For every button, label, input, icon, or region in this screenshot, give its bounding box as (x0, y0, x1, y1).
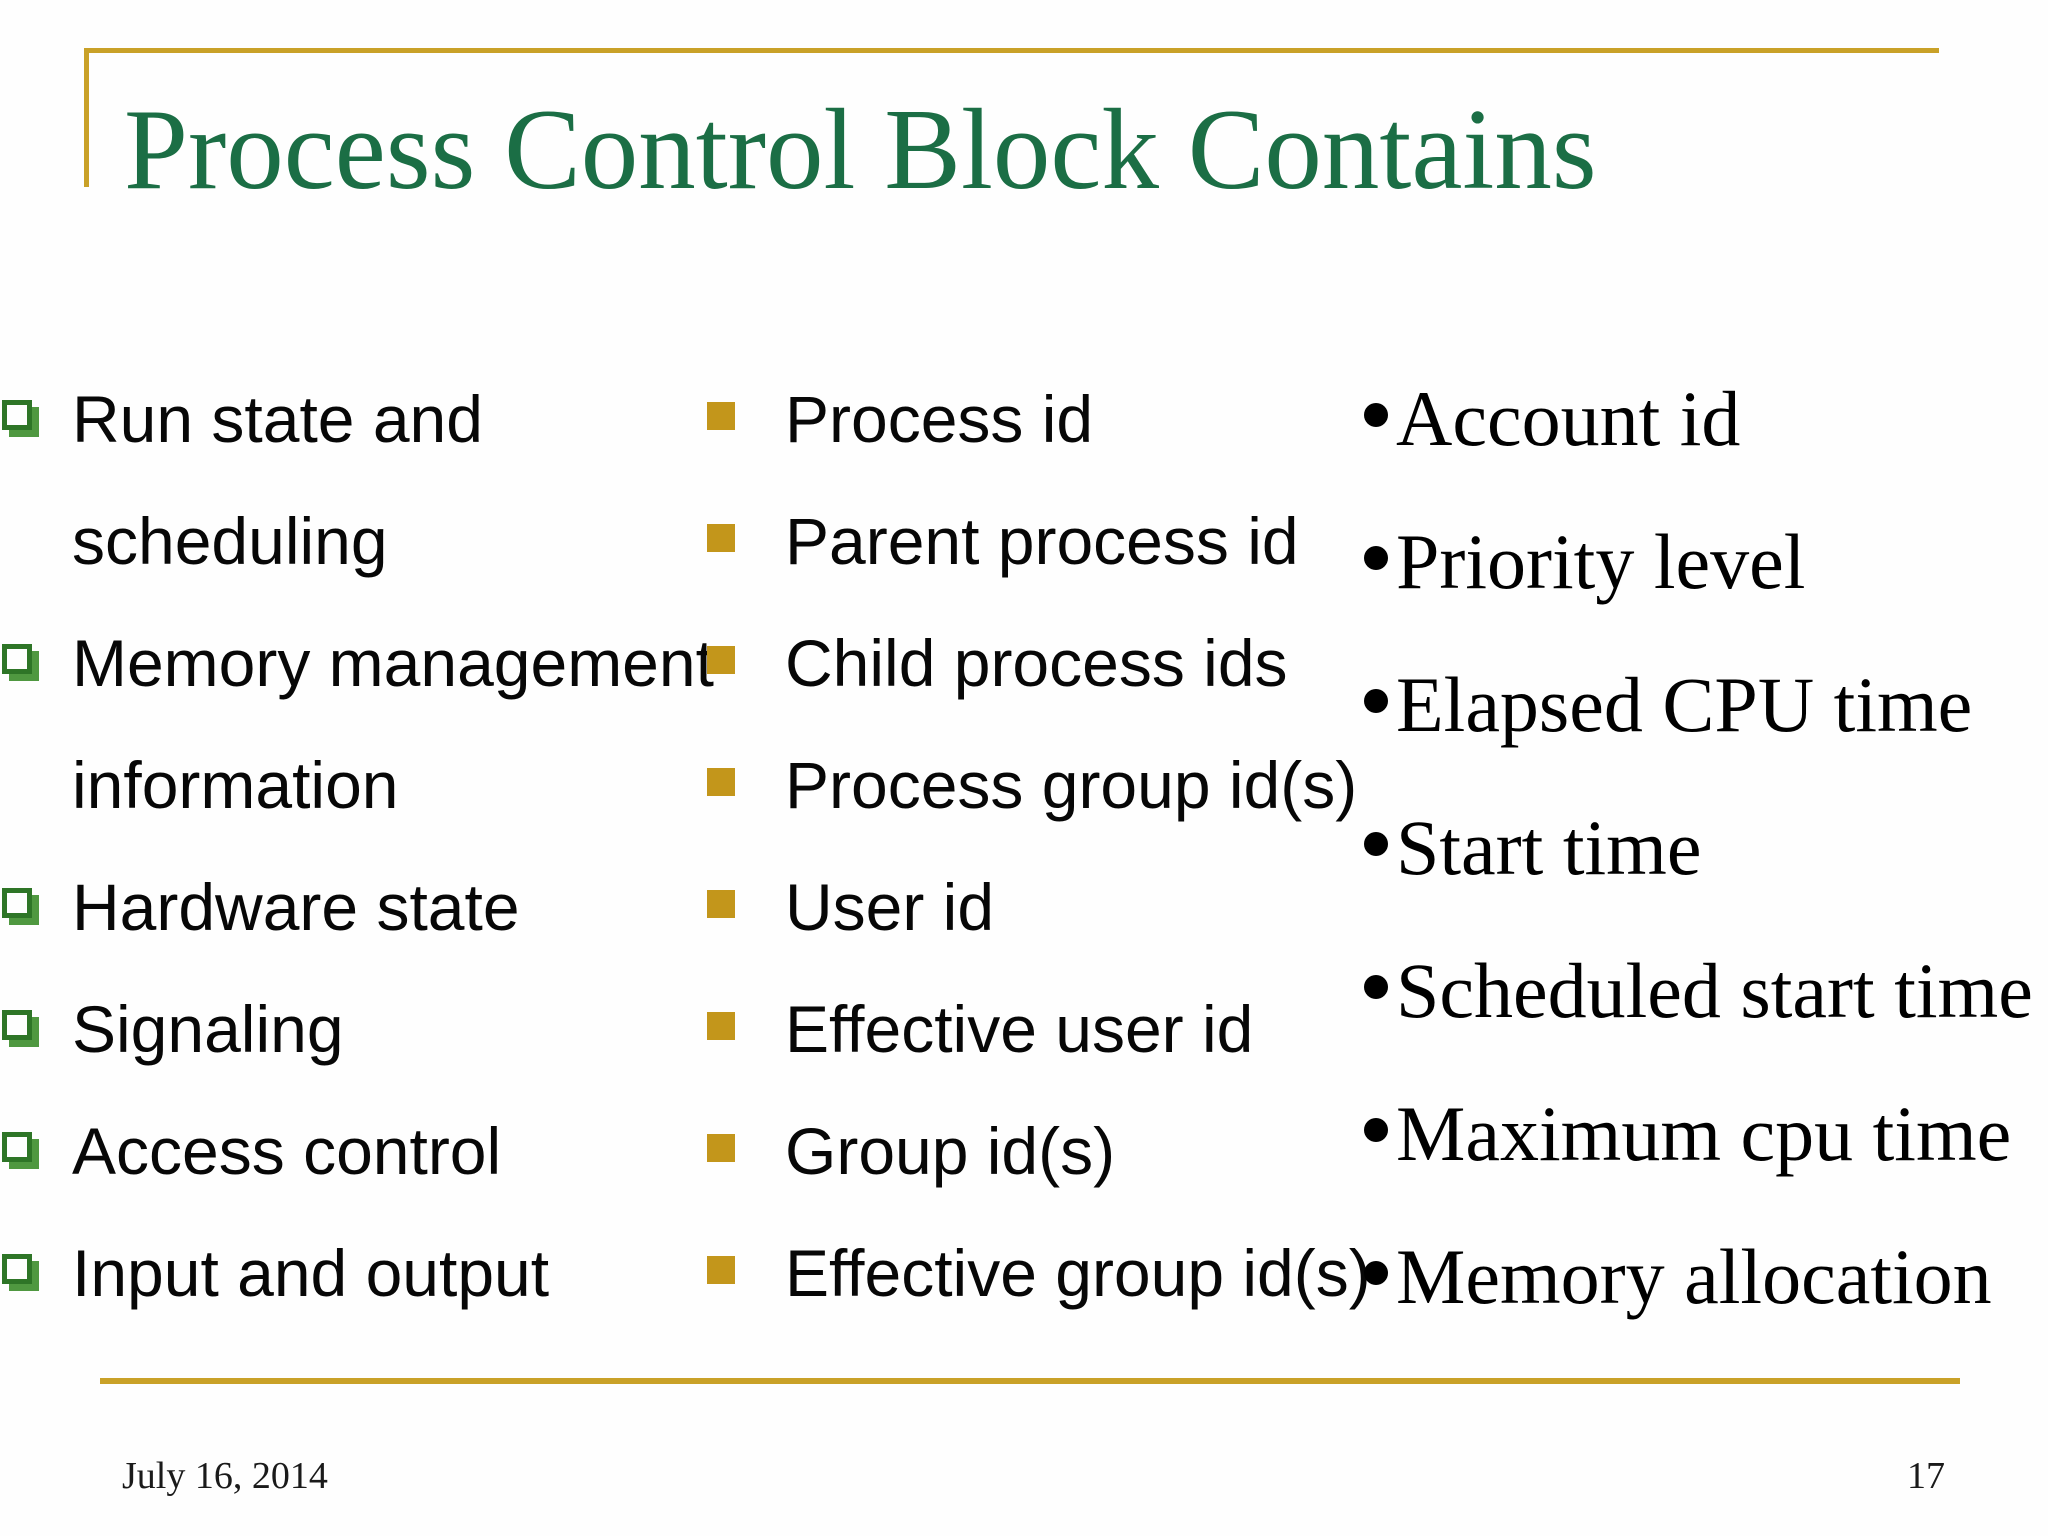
green-square-bullet-icon (2, 1254, 32, 1284)
list-item-text: Elapsed CPU time (1396, 661, 1973, 748)
list-item-text: Maximum cpu time (1396, 1090, 2012, 1177)
gold-square-bullet-icon (707, 1012, 735, 1040)
list-item-text: Process group id(s) (785, 748, 1358, 822)
round-dot-bullet-icon (1364, 1118, 1388, 1142)
list-item-text: Group id(s) (785, 1114, 1116, 1188)
list-item-text: Parent process id (785, 504, 1299, 578)
list-item-text: Effective group id(s) (785, 1236, 1371, 1310)
green-square-bullet-icon (2, 1010, 32, 1040)
round-dot-bullet-icon (1364, 975, 1388, 999)
gold-square-bullet-icon (707, 524, 735, 552)
list-item-text: Hardware state (72, 870, 520, 944)
green-square-bullet-icon (2, 400, 32, 430)
list-item-text: Process id (785, 382, 1094, 456)
green-square-bullet-icon (2, 1132, 32, 1162)
round-dot-bullet-icon (1364, 1261, 1388, 1285)
list-item-text: Run state and (72, 382, 483, 456)
round-dot-bullet-icon (1364, 832, 1388, 856)
list-item-text: Signaling (72, 992, 344, 1066)
gold-square-bullet-icon (707, 646, 735, 674)
gold-square-bullet-icon (707, 890, 735, 918)
gold-square-bullet-icon (707, 402, 735, 430)
list-item-text: information (72, 748, 399, 822)
list-item-text: Account id (1396, 375, 1741, 462)
list-item-text: Memory management (72, 626, 714, 700)
green-square-bullet-icon (2, 644, 32, 674)
gold-square-bullet-icon (707, 1134, 735, 1162)
list-item-text: Scheduled start time (1396, 947, 2033, 1034)
list-item-text: Access control (72, 1114, 502, 1188)
list-item-text: Start time (1396, 804, 1702, 891)
list-item-text: User id (785, 870, 995, 944)
round-dot-bullet-icon (1364, 689, 1388, 713)
gold-square-bullet-icon (707, 1256, 735, 1284)
list-item-text: Memory allocation (1396, 1233, 1992, 1320)
list-item-text: Input and output (72, 1236, 550, 1310)
accent-rule-left (84, 48, 89, 187)
list-item-text: scheduling (72, 504, 388, 578)
footer-date: July 16, 2014 (122, 1455, 328, 1497)
accent-rule-top (84, 48, 1939, 53)
list-item-text: Effective user id (785, 992, 1254, 1066)
round-dot-bullet-icon (1364, 546, 1388, 570)
footer-rule (100, 1378, 1960, 1384)
round-dot-bullet-icon (1364, 403, 1388, 427)
slide-title: Process Control Block Contains (124, 86, 1597, 213)
page-number: 17 (1907, 1455, 1945, 1497)
list-item-text: Priority level (1396, 518, 1806, 605)
gold-square-bullet-icon (707, 768, 735, 796)
green-square-bullet-icon (2, 888, 32, 918)
list-item-text: Child process ids (785, 626, 1288, 700)
